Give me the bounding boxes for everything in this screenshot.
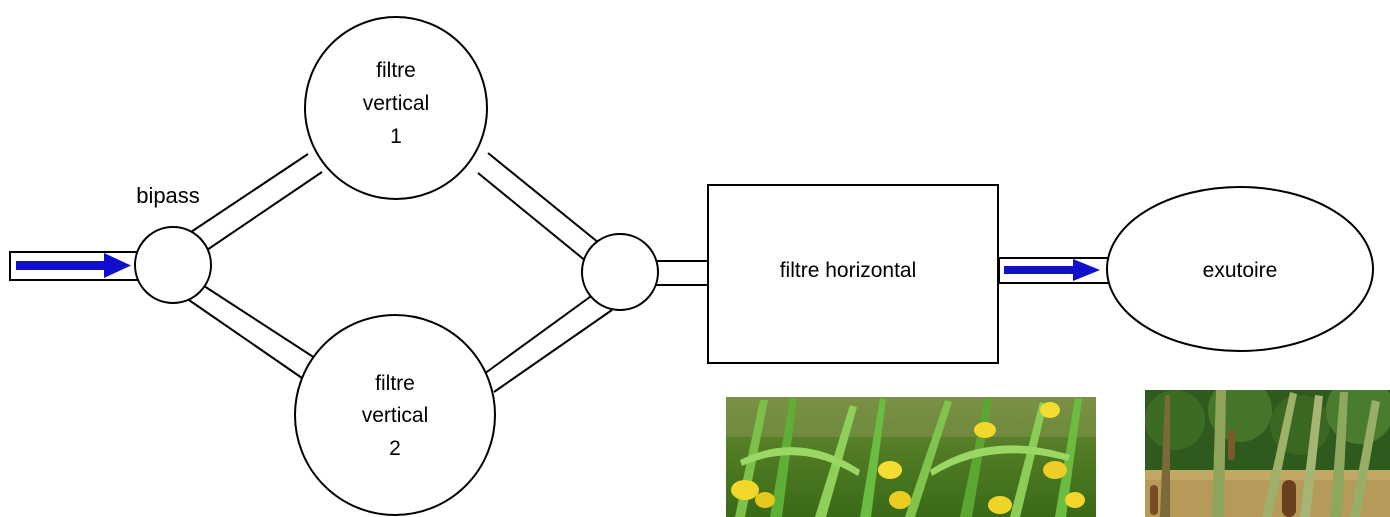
exutoire-node [1106, 186, 1374, 352]
filtre-vertical-2-line-1: filtre [375, 372, 415, 395]
outlet-flow-arrow-icon [1004, 259, 1100, 281]
filtre-vertical-1-line-2: vertical [363, 92, 430, 115]
filtre-vertical-2-node [294, 314, 496, 516]
bipass-node [134, 226, 212, 304]
filtre-horizontal-label: filtre horizontal [780, 259, 917, 282]
filtre-vertical-1-line-1: filtre [376, 59, 416, 82]
filtre-vertical-1-line-3: 1 [390, 125, 402, 148]
bipass-label: bipass [136, 183, 200, 208]
filtre-vertical-2-line-2: vertical [362, 404, 429, 427]
pipe-bipass-to-filtre-1 [190, 153, 323, 253]
pipe-filtre-2-to-junction [483, 293, 613, 393]
junction-node [581, 233, 659, 311]
pipe-bipass-to-filtre-2 [185, 283, 319, 379]
iris-photo [726, 397, 1096, 517]
inlet-flow-arrow-icon [16, 253, 131, 278]
exutoire-label: exutoire [1203, 259, 1278, 282]
filtre-vertical-1-node [304, 16, 488, 200]
pipe-junction-to-filtre-horizontal [656, 260, 708, 286]
pipe-filtre-1-to-junction [477, 152, 600, 263]
cattail-photo [1145, 390, 1390, 517]
filtre-vertical-2-line-3: 2 [389, 437, 401, 460]
filtre-horizontal-node [707, 184, 999, 364]
